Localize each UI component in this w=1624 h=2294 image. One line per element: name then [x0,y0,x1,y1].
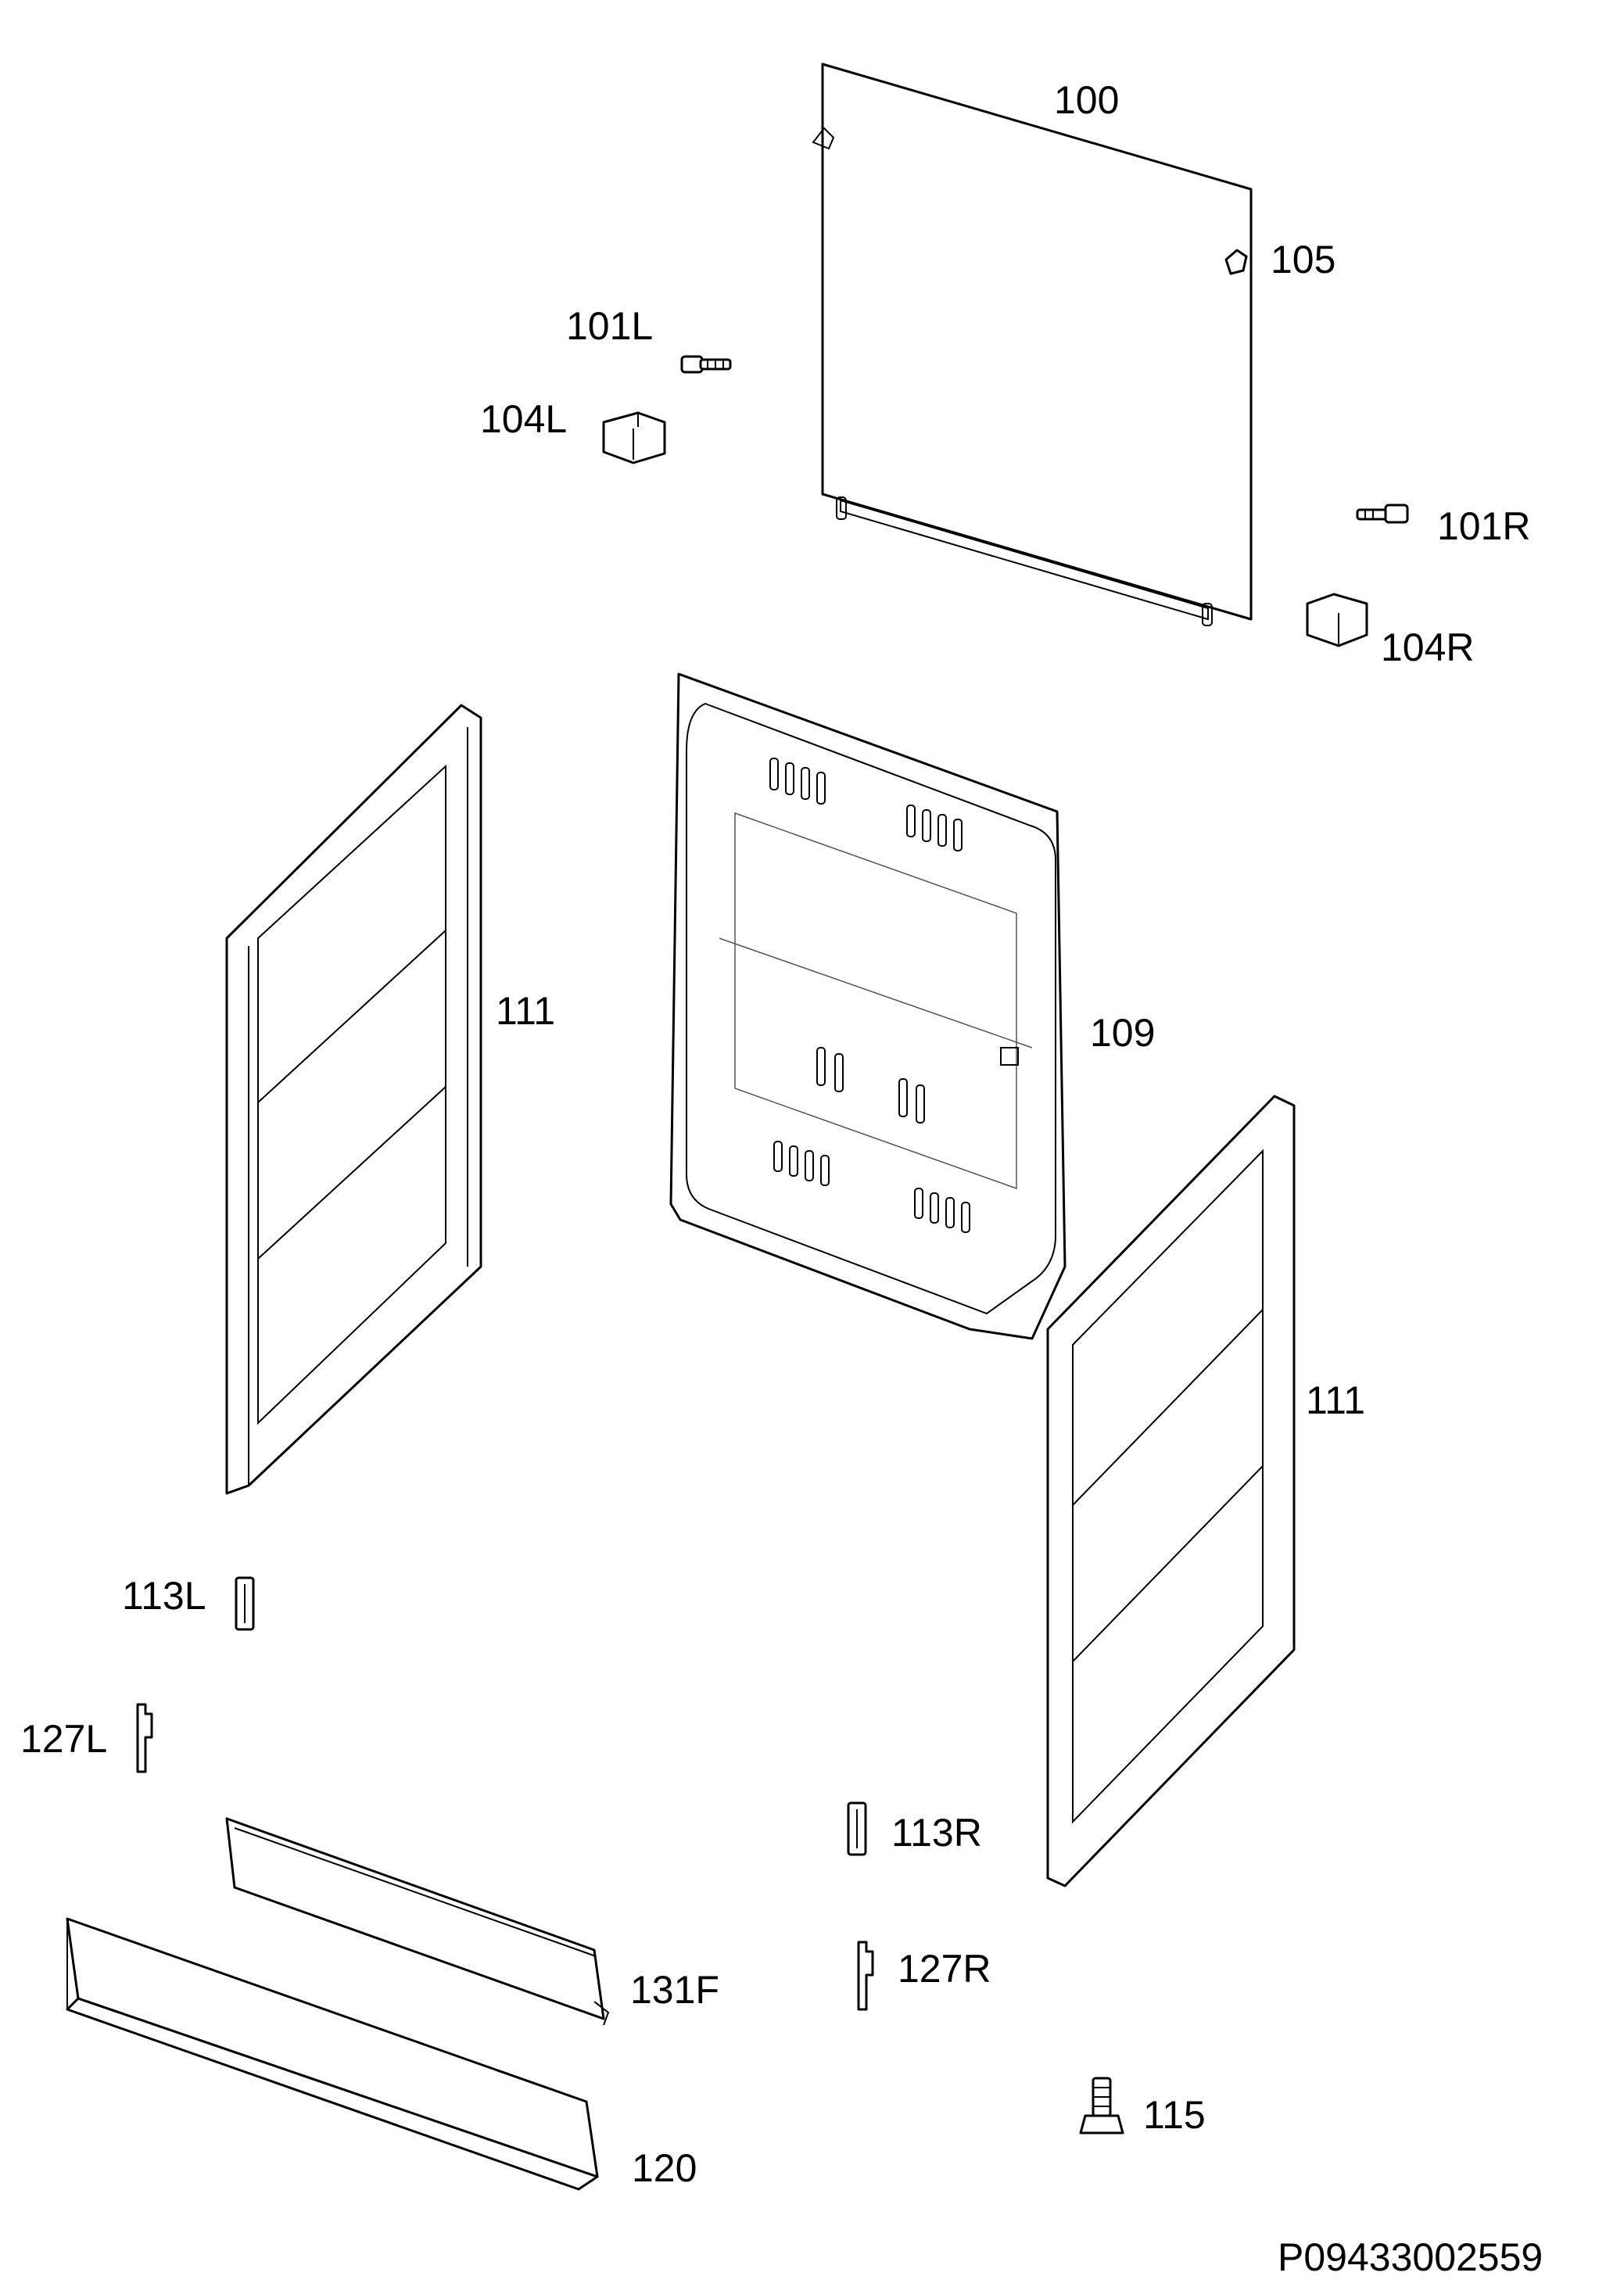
part-101R-screw [1356,504,1409,524]
part-104L-cap [602,411,666,464]
drawing-code: P09433002559 [1278,2235,1543,2279]
part-127R-hook [857,1941,874,2011]
part-105-clip [1224,249,1248,275]
label-127L: 127L [20,1717,107,1761]
label-127R: 127R [898,1947,991,1991]
part-113R-bracket [847,1801,867,1856]
label-104L: 104L [480,397,567,441]
label-111-left: 111 [496,989,555,1033]
part-101L-screw [680,355,732,374]
part-104R-cap [1306,593,1368,647]
part-109-back-panel [669,672,1067,1340]
part-111-left-side-panel [225,704,482,1495]
label-100: 100 [1054,78,1119,122]
part-100-glass-panel [812,63,1253,626]
label-115: 115 [1143,2093,1206,2137]
label-120: 120 [632,2146,697,2190]
label-105: 105 [1271,238,1335,281]
vent-slots [769,758,970,1233]
part-115-foot [1079,2077,1124,2134]
label-113L: 113L [122,1574,206,1618]
part-120-drawer-front [66,1917,599,2191]
part-111-right-side-panel [1046,1095,1296,1887]
label-104R: 104R [1381,625,1475,669]
part-113L-bracket [235,1576,255,1631]
label-101L: 101L [566,304,653,348]
part-127L-hook [136,1703,153,1773]
label-131F: 131F [630,1968,719,2012]
label-113R: 113R [891,1811,982,1855]
label-111-right: 111 [1306,1378,1365,1422]
part-131F-front-strip [225,1817,610,2026]
label-101R: 101R [1437,504,1531,548]
label-109: 109 [1090,1011,1155,1055]
